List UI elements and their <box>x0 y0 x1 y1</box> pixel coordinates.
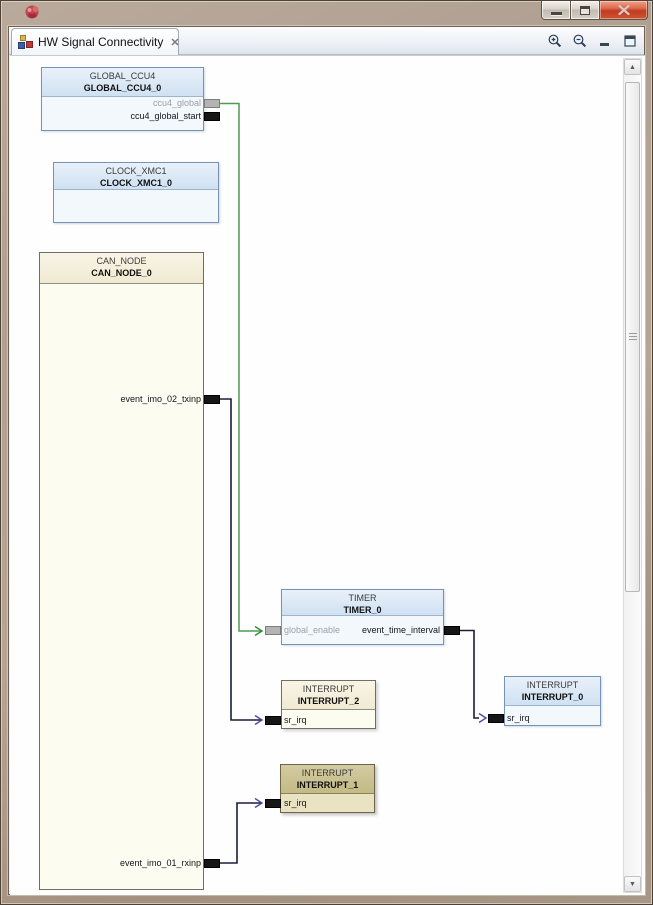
pin-sr-irq-interrupt2[interactable] <box>265 716 281 725</box>
pin-label: event_imo_01_rxinp <box>119 858 201 868</box>
block-type: GLOBAL_CCU4 <box>89 71 156 81</box>
block-instance: GLOBAL_CCU4_0 <box>83 83 162 93</box>
pin-label: ccu4_global <box>152 98 201 108</box>
tab-hw-signal-connectivity[interactable]: HW Signal Connectivity ✕ <box>11 28 180 55</box>
block-type: INTERRUPT <box>301 768 354 778</box>
tab-close-icon[interactable]: ✕ <box>170 36 180 49</box>
block-header: INTERRUPT INTERRUPT_0 <box>505 677 600 706</box>
block-type: TIMER <box>348 593 377 603</box>
view-toolbar <box>546 32 638 49</box>
arrow-to-interrupt0 <box>478 712 488 724</box>
maximize-view-icon[interactable] <box>621 32 638 49</box>
block-type: CLOCK_XMC1 <box>105 166 167 176</box>
block-header: INTERRUPT INTERRUPT_1 <box>281 765 374 794</box>
block-header: INTERRUPT INTERRUPT_2 <box>282 681 375 710</box>
arrow-to-interrupt1 <box>254 797 264 809</box>
wire-txinp-to-interrupt2 <box>220 398 261 721</box>
block-can-node-0[interactable]: CAN_NODE CAN_NODE_0 <box>39 252 204 890</box>
pin-event-imo-02-txinp[interactable] <box>204 395 220 404</box>
block-interrupt-0[interactable]: INTERRUPT INTERRUPT_0 <box>504 676 601 726</box>
close-icon <box>617 5 630 15</box>
block-header: TIMER TIMER_0 <box>282 590 443 616</box>
tab-label: HW Signal Connectivity <box>38 35 164 49</box>
connectivity-icon <box>18 34 33 50</box>
app-icon <box>25 5 39 19</box>
block-instance: CLOCK_XMC1_0 <box>99 178 173 188</box>
arrow-to-timer-enable <box>254 625 264 637</box>
block-header: CLOCK_XMC1 CLOCK_XMC1_0 <box>54 163 218 190</box>
window-close-button[interactable] <box>600 1 648 20</box>
wire-rxinp-to-interrupt1 <box>220 802 261 864</box>
minimize-view-icon[interactable] <box>596 32 613 49</box>
scrollbar-grip-icon <box>628 333 637 341</box>
block-instance: INTERRUPT_2 <box>297 696 360 706</box>
zoom-out-icon[interactable] <box>571 32 588 49</box>
arrow-to-interrupt2 <box>254 714 264 726</box>
block-instance: CAN_NODE_0 <box>91 268 152 278</box>
view-tabbar: HW Signal Connectivity ✕ <box>9 27 644 55</box>
block-instance: INTERRUPT_1 <box>296 780 359 790</box>
wire-timer-interval-to-interrupt0 <box>460 629 479 719</box>
pin-sr-irq-interrupt1[interactable] <box>265 799 281 808</box>
maximize-icon <box>580 5 590 15</box>
wire-ccu4-global-to-timer-enable <box>220 102 261 632</box>
diagram-canvas[interactable]: GLOBAL_CCU4 GLOBAL_CCU4_0 CLOCK_XMC1 CLO… <box>10 55 645 895</box>
pin-label: sr_irq <box>284 715 307 725</box>
block-header: GLOBAL_CCU4 GLOBAL_CCU4_0 <box>42 68 203 97</box>
zoom-in-icon[interactable] <box>546 32 563 49</box>
block-type: CAN_NODE <box>96 256 147 266</box>
block-clock-xmc1-0[interactable]: CLOCK_XMC1 CLOCK_XMC1_0 <box>53 162 219 223</box>
scroll-up-button[interactable]: ▲ <box>624 59 641 75</box>
minimize-icon <box>550 11 562 15</box>
block-interrupt-2[interactable]: INTERRUPT INTERRUPT_2 <box>281 680 376 729</box>
scrollbar-thumb[interactable] <box>625 82 640 592</box>
pin-label: sr_irq <box>507 713 530 723</box>
pin-ccu4-global[interactable] <box>204 99 220 108</box>
block-instance: TIMER_0 <box>343 605 382 615</box>
block-global-ccu4-0[interactable]: GLOBAL_CCU4 GLOBAL_CCU4_0 <box>41 67 204 131</box>
pin-global-enable[interactable] <box>265 626 281 635</box>
pin-ccu4-global-start[interactable] <box>204 112 220 121</box>
pin-label: event_imo_02_txinp <box>120 394 201 404</box>
block-type: INTERRUPT <box>302 684 355 694</box>
window-controls <box>541 1 648 20</box>
block-interrupt-1[interactable]: INTERRUPT INTERRUPT_1 <box>280 764 375 813</box>
window-minimize-button[interactable] <box>541 1 571 20</box>
window-maximize-button[interactable] <box>571 1 600 20</box>
pin-label: sr_irq <box>284 798 307 808</box>
pin-event-time-interval[interactable] <box>444 626 460 635</box>
pin-event-imo-01-rxinp[interactable] <box>204 859 220 868</box>
block-instance: INTERRUPT_0 <box>521 692 584 702</box>
pin-sr-irq-interrupt0[interactable] <box>488 714 504 723</box>
block-timer-0[interactable]: TIMER TIMER_0 <box>281 589 444 645</box>
hw-signal-connectivity-view: HW Signal Connectivity ✕ <box>8 26 645 895</box>
pin-label: ccu4_global_start <box>130 111 201 121</box>
vertical-scrollbar[interactable]: ▲ ▼ <box>623 58 642 893</box>
pin-label: global_enable <box>284 625 341 635</box>
window-titlebar[interactable] <box>0 0 653 26</box>
block-header: CAN_NODE CAN_NODE_0 <box>40 253 203 284</box>
block-type: INTERRUPT <box>526 680 579 690</box>
pin-label: event_time_interval <box>361 625 440 635</box>
scroll-down-button[interactable]: ▼ <box>624 876 641 892</box>
